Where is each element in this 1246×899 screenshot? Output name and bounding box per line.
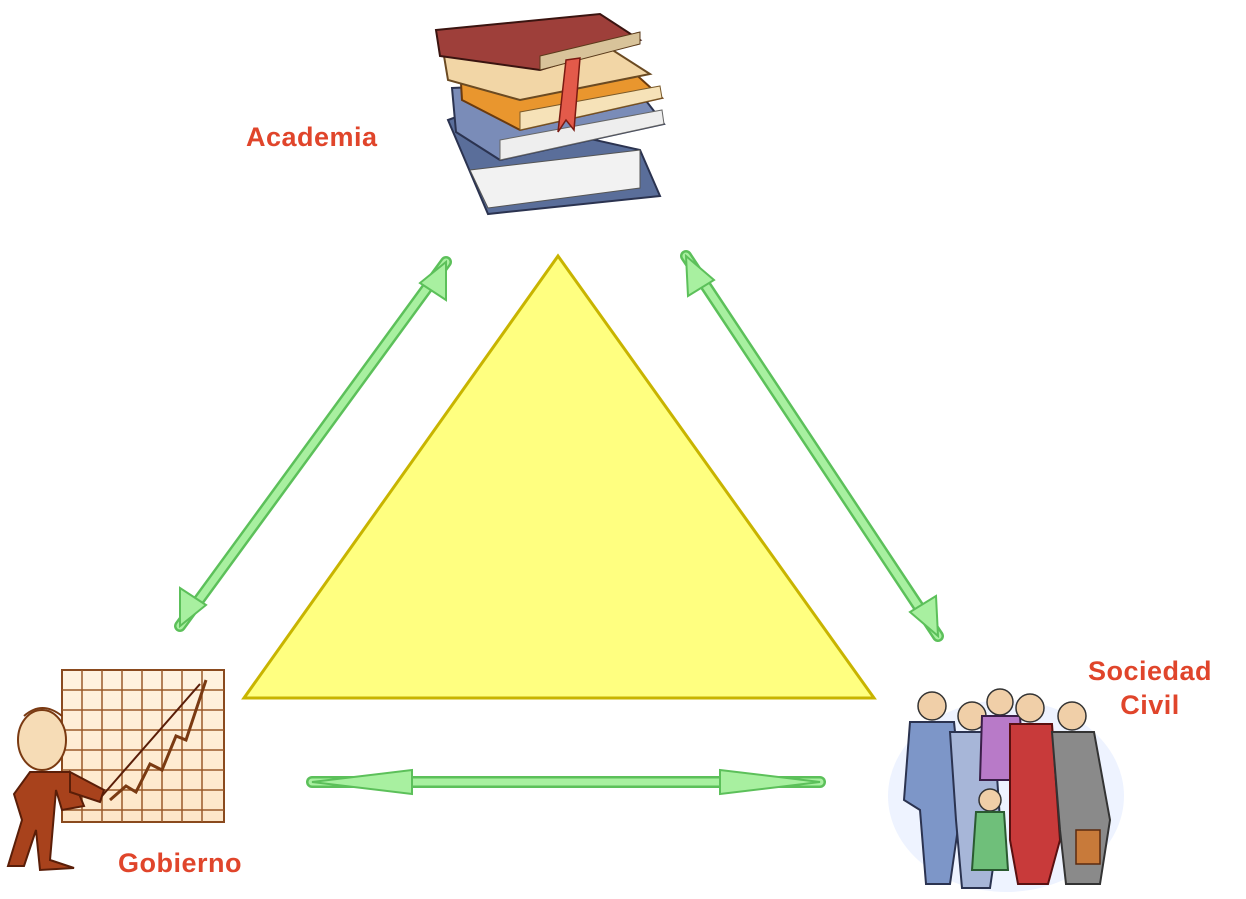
academia-label: Academia [246,122,378,152]
arrow-academia-sociedad [680,250,944,642]
arrow-academia-gobierno [174,256,452,632]
presenter-chart-icon [6,669,225,872]
people-group-icon [888,688,1124,892]
books-icon [434,12,666,216]
sociedad-civil-label-line1: Sociedad [1088,656,1213,686]
sociedad-civil-label: Sociedad Civil [1088,654,1212,722]
gobierno-label: Gobierno [118,848,242,878]
sociedad-civil-label-line2: Civil [1120,690,1180,720]
arrow-gobierno-sociedad [306,768,826,796]
central-triangle [241,253,877,700]
